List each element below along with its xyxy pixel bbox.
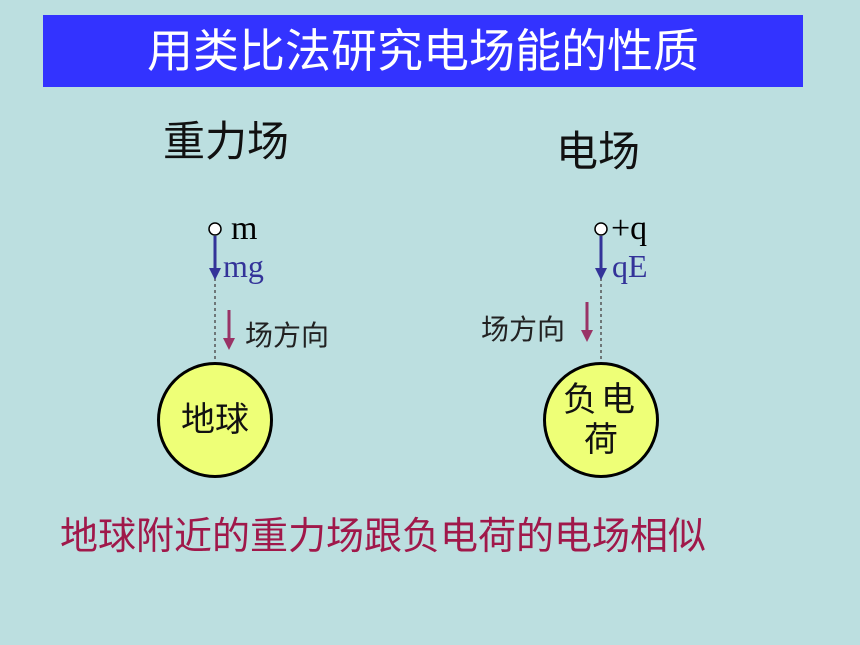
earth-ball: 地球 xyxy=(157,362,273,478)
mass-label: m xyxy=(231,210,258,247)
charge-particle xyxy=(594,222,608,236)
negative-charge-ball: 负电 荷 xyxy=(543,362,659,478)
charge-label: +q xyxy=(611,210,648,247)
electric-field-arrowhead xyxy=(581,330,593,342)
gravity-field-arrowhead xyxy=(223,338,235,350)
negative-charge-label-line2: 荷 xyxy=(584,420,618,460)
electric-field-heading: 电场 xyxy=(556,127,641,176)
qe-label: qE xyxy=(612,248,648,284)
earth-label: 地球 xyxy=(181,400,249,440)
mass-particle xyxy=(208,222,222,236)
mg-arrowhead xyxy=(209,268,221,280)
negative-charge-label-line1: 负电 xyxy=(563,380,639,420)
gravity-field-heading: 重力场 xyxy=(163,117,290,166)
electric-field-direction-label: 场方向 xyxy=(481,313,566,346)
gravity-field-direction-label: 场方向 xyxy=(245,319,330,352)
conclusion-text: 地球附近的重力场跟负电荷的电场相似 xyxy=(60,514,707,558)
slide-title: 用类比法研究电场能的性质 xyxy=(43,15,803,87)
mg-label: mg xyxy=(223,248,264,284)
qe-arrowhead xyxy=(595,268,607,280)
